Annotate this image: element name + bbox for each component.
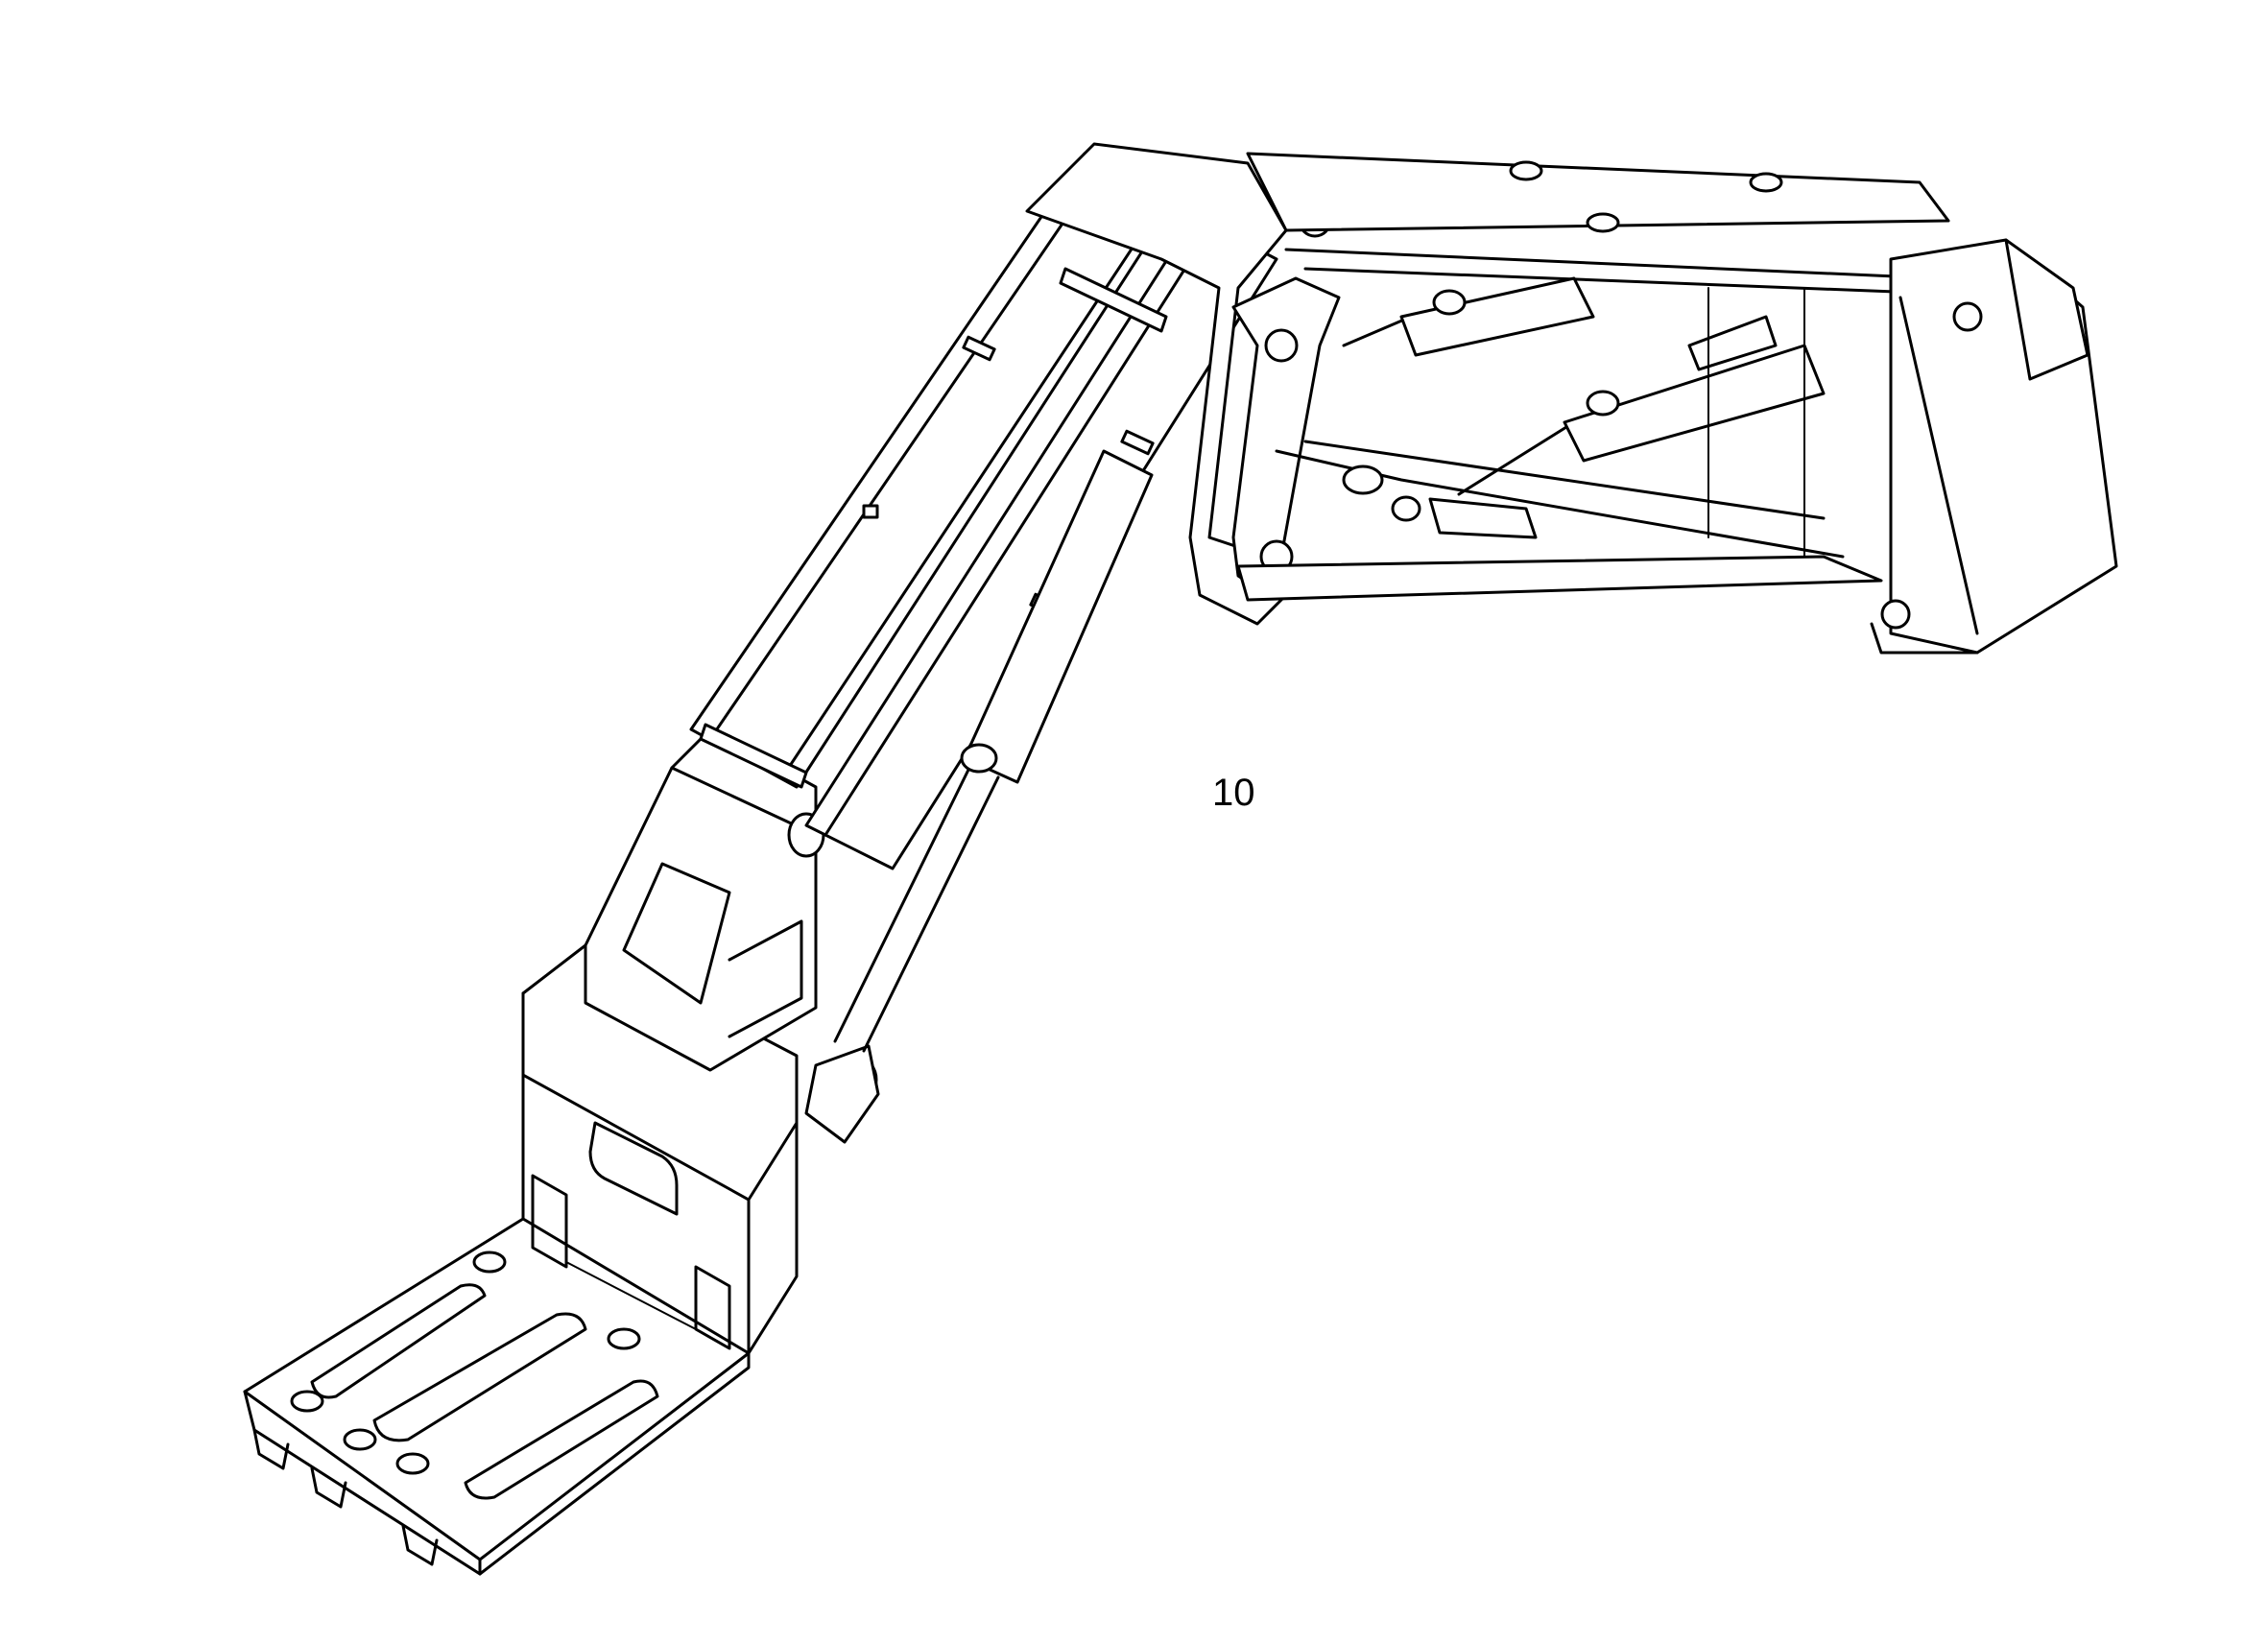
- loader-tower: [584, 727, 880, 1144]
- tilt-cylinders: [1342, 276, 1826, 496]
- boom-arms: [689, 152, 1278, 870]
- callout-10: 10: [1212, 772, 1255, 814]
- lift-cylinder: [833, 449, 1154, 1053]
- bucket: [1707, 238, 2118, 655]
- lower-frame: [1236, 440, 1883, 602]
- upper-frame: [1246, 152, 1950, 295]
- bolt-heads: [290, 1251, 641, 1475]
- mounting-bracket: [243, 943, 799, 1576]
